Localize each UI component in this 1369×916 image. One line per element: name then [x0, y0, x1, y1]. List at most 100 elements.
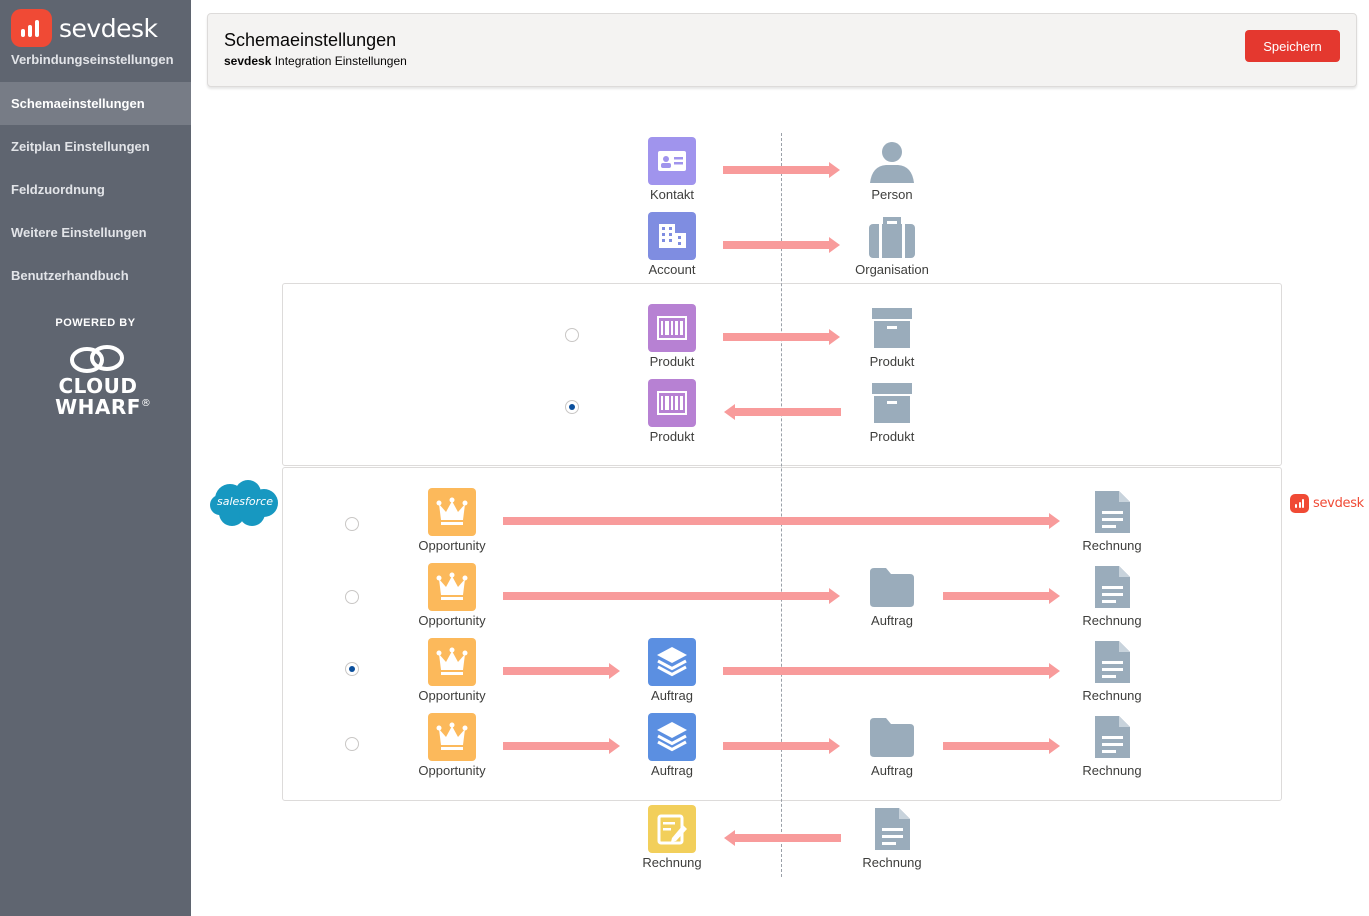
sidebar-item-verbindungseinstellungen[interactable]: Verbindungseinstellungen [11, 52, 174, 67]
node-label: Opportunity [418, 688, 486, 703]
system-divider [781, 133, 782, 877]
node-label: Person [871, 187, 913, 202]
brand-name: sevdesk [59, 13, 158, 43]
save-button[interactable]: Speichern [1245, 30, 1340, 62]
person-icon [868, 137, 916, 185]
building-icon [648, 212, 696, 260]
arrow-right [503, 588, 840, 604]
arrow-right [503, 663, 620, 679]
layers-icon [648, 638, 696, 686]
opportunity-option-radio-4[interactable] [345, 737, 359, 751]
product-barcode-icon [648, 379, 696, 427]
node-label: Auftrag [651, 763, 693, 778]
node-person: Person [837, 137, 947, 202]
node-produkt-salesforce: Produkt [617, 304, 727, 369]
cloudwharf-logo: CLOUD WHARF® [50, 340, 151, 424]
contact-card-icon [648, 137, 696, 185]
opportunity-option-radio-3[interactable] [345, 662, 359, 676]
document-icon [868, 805, 916, 853]
node-label: Produkt [649, 429, 695, 444]
sidebar: sevdesk Verbindungseinstellungen Schemae… [0, 0, 191, 916]
cloudwharf-line2: WHARF [55, 395, 141, 419]
page-header: Schemaeinstellungen sevdesk Integration … [207, 13, 1357, 87]
node-produkt-salesforce: Produkt [617, 379, 727, 444]
node-produkt-sevdesk: Produkt [837, 304, 947, 369]
node-auftrag-sevdesk: Auftrag [837, 563, 947, 628]
node-opportunity: Opportunity [397, 563, 507, 628]
opportunity-option-radio-1[interactable] [345, 517, 359, 531]
arrow-right [943, 738, 1060, 754]
node-account: Account [617, 212, 727, 277]
salesforce-cloud-icon [210, 480, 278, 526]
folder-icon [868, 563, 916, 611]
node-label: Produkt [869, 354, 915, 369]
node-auftrag-sevdesk: Auftrag [837, 713, 947, 778]
registered-mark: ® [140, 398, 152, 409]
page-title: Schemaeinstellungen [224, 30, 397, 50]
powered-by-label: POWERED BY [55, 317, 136, 329]
node-label: Organisation [855, 262, 929, 277]
document-icon [1088, 563, 1136, 611]
sidebar-item-zeitplan-einstellungen[interactable]: Zeitplan Einstellungen [11, 139, 150, 154]
node-auftrag-salesforce: Auftrag [617, 713, 727, 778]
node-label: Auftrag [871, 763, 913, 778]
layers-icon [648, 713, 696, 761]
document-icon [1088, 713, 1136, 761]
node-rechnung-sevdesk: Rechnung [837, 805, 947, 870]
cloudwharf-logo-icon [70, 345, 124, 373]
node-label: Produkt [649, 354, 695, 369]
node-label: Rechnung [862, 855, 922, 870]
node-rechnung: Rechnung [1057, 713, 1167, 778]
opportunity-options-panel [282, 467, 1282, 801]
node-label: Account [648, 262, 696, 277]
archive-box-icon [868, 379, 916, 427]
briefcase-icon [868, 212, 916, 260]
node-rechnung-salesforce: Rechnung [617, 805, 727, 870]
sevdesk-logo-icon [11, 9, 52, 47]
sevdesk-small-logo-icon [1290, 494, 1309, 513]
node-produkt-sevdesk: Produkt [837, 379, 947, 444]
arrow-right [723, 738, 840, 754]
node-label: Rechnung [1082, 613, 1142, 628]
node-label: Opportunity [418, 613, 486, 628]
cloudwharf-line1: CLOUD [58, 374, 138, 398]
sidebar-item-weitere-einstellungen[interactable]: Weitere Einstellungen [11, 225, 147, 240]
product-option-radio-1[interactable] [565, 328, 579, 342]
sevdesk-small-logo-text: sevdesk [1313, 496, 1364, 511]
sidebar-item-benutzerhandbuch[interactable]: Benutzerhandbuch [11, 268, 129, 283]
node-opportunity: Opportunity [397, 488, 507, 553]
document-icon [1088, 638, 1136, 686]
salesforce-logo-text: salesforce [217, 495, 273, 508]
product-option-radio-2[interactable] [565, 400, 579, 414]
node-label: Opportunity [418, 538, 486, 553]
crown-icon [428, 713, 476, 761]
node-opportunity: Opportunity [397, 638, 507, 703]
arrow-right [503, 513, 1060, 529]
arrow-right [723, 237, 840, 253]
arrow-right [723, 663, 1060, 679]
subtitle-brand: sevdesk [224, 54, 272, 68]
node-label: Produkt [869, 429, 915, 444]
node-rechnung: Rechnung [1057, 563, 1167, 628]
salesforce-logo: salesforce [210, 479, 280, 529]
node-label: Auftrag [871, 613, 913, 628]
arrow-left [724, 830, 841, 846]
sidebar-item-feldzuordnung[interactable]: Feldzuordnung [11, 182, 105, 197]
crown-icon [428, 638, 476, 686]
product-options-panel [282, 283, 1282, 466]
node-rechnung: Rechnung [1057, 638, 1167, 703]
node-rechnung: Rechnung [1057, 488, 1167, 553]
arrow-right [723, 162, 840, 178]
node-label: Rechnung [1082, 763, 1142, 778]
sevdesk-small-logo: sevdesk [1290, 494, 1364, 513]
opportunity-option-radio-2[interactable] [345, 590, 359, 604]
crown-icon [428, 488, 476, 536]
arrow-right [943, 588, 1060, 604]
node-label: Kontakt [649, 187, 695, 202]
node-organisation: Organisation [837, 212, 947, 277]
sidebar-item-schemaeinstellungen[interactable]: Schemaeinstellungen [0, 82, 191, 125]
node-label: Rechnung [642, 855, 702, 870]
sevdesk-logo: sevdesk [11, 9, 158, 47]
invoice-sign-icon [648, 805, 696, 853]
crown-icon [428, 563, 476, 611]
